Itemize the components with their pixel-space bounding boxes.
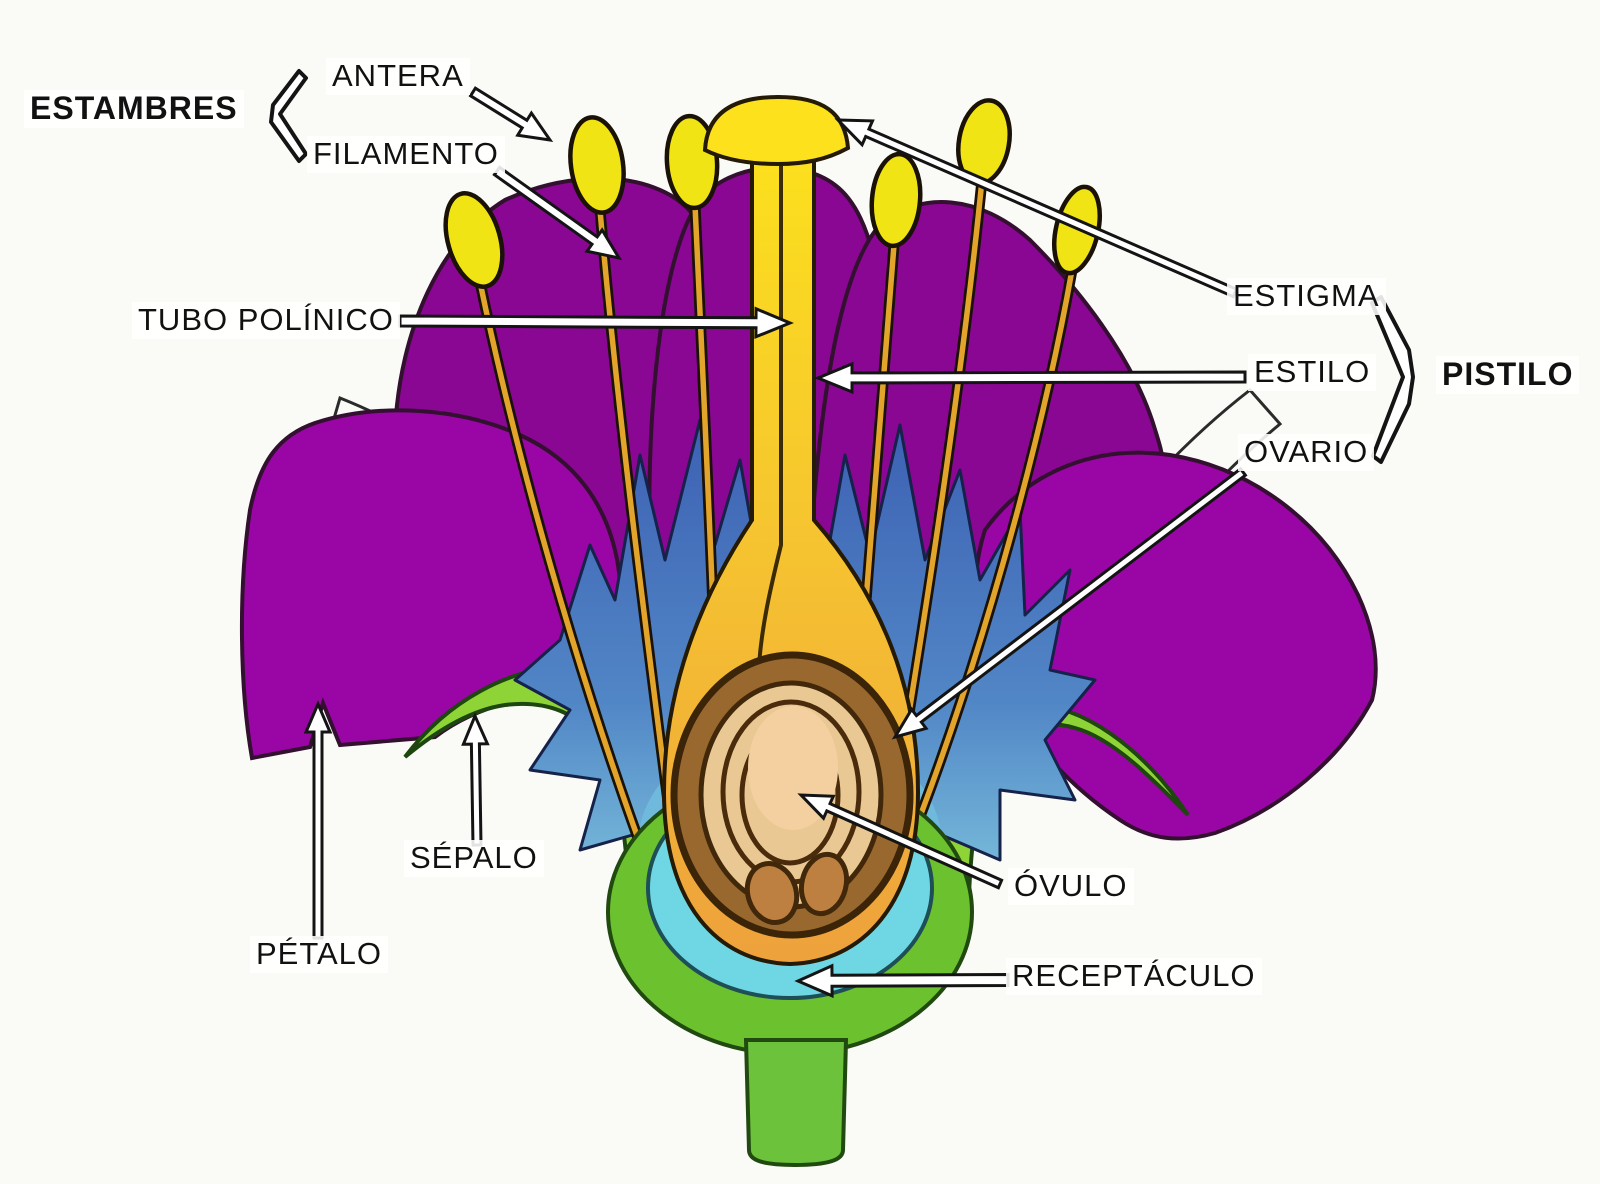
arrow-receptaculo: [794, 963, 1010, 999]
label-petalo: PÉTALO: [250, 936, 389, 973]
arrow-estilo: [814, 361, 1247, 395]
arrow-antera: [468, 86, 554, 142]
anther: [568, 115, 626, 215]
label-receptaculo: RECEPTÁCULO: [1006, 958, 1262, 995]
stigma: [702, 94, 851, 167]
pollen-tube-channel: [757, 150, 783, 666]
label-antera: ANTERA: [326, 58, 470, 95]
anther: [443, 191, 505, 289]
label-ovulo: ÓVULO: [1008, 868, 1134, 905]
label-estambres: ESTAMBRES: [24, 90, 244, 128]
label-ovario: OVARIO: [1238, 434, 1375, 471]
label-tubo-polinico: TUBO POLÍNICO: [132, 302, 400, 339]
arrow-estigma: [834, 118, 1239, 299]
label-sepalo: SÉPALO: [404, 840, 544, 877]
stamen: [899, 184, 1102, 861]
arrow-ovario: [891, 466, 1248, 740]
ovule-lobe: [798, 851, 850, 917]
pistilo-bracket: [1370, 295, 1415, 464]
label-filamento: FILAMENTO: [307, 136, 505, 173]
annotation-arrows: [303, 86, 1248, 999]
estambres-bracket: [269, 69, 308, 163]
arrow-petalo: [303, 700, 333, 940]
stem: [743, 1038, 849, 1168]
brackets: [269, 69, 1415, 464]
label-pistilo: PISTILO: [1436, 356, 1580, 394]
ovary-interior: [670, 651, 914, 939]
stamen: [443, 191, 661, 891]
ovule-lobe: [744, 861, 800, 925]
label-estilo: ESTILO: [1248, 354, 1377, 391]
arrow-sepalo: [461, 712, 490, 847]
arrow-filamento: [492, 165, 623, 261]
anther: [869, 151, 923, 249]
arrow-ovulo: [797, 793, 1004, 890]
label-estigma: ESTIGMA: [1227, 278, 1386, 315]
arrow-tubo-polinico: [398, 306, 794, 340]
